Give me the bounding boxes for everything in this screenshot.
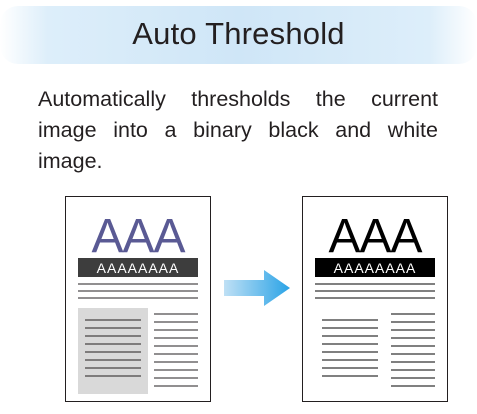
before-column-lines — [154, 313, 198, 387]
arrow-right-icon — [224, 270, 290, 306]
after-document-illustration: AAA AAAAAAAA — [302, 196, 448, 402]
page-title: Auto Threshold — [132, 16, 345, 51]
after-panel-lines — [322, 319, 378, 377]
after-banner-text: AAAAAAAA — [334, 260, 417, 276]
before-gray-panel — [78, 308, 148, 394]
after-banner — [315, 258, 435, 277]
before-banner-text: AAAAAAAA — [97, 260, 180, 276]
before-body-lines — [78, 283, 198, 299]
title-banner: Auto Threshold — [0, 6, 477, 64]
before-document-illustration: AAA AAAAAAAA — [65, 196, 211, 402]
before-panel-lines — [85, 319, 141, 377]
before-banner — [78, 258, 198, 277]
before-heading-text: AAA — [91, 210, 185, 263]
after-body-lines — [315, 283, 435, 299]
description-text: Automatically thresholds the current ima… — [38, 87, 438, 173]
after-column-lines — [391, 313, 435, 387]
after-heading-text: AAA — [328, 210, 422, 263]
